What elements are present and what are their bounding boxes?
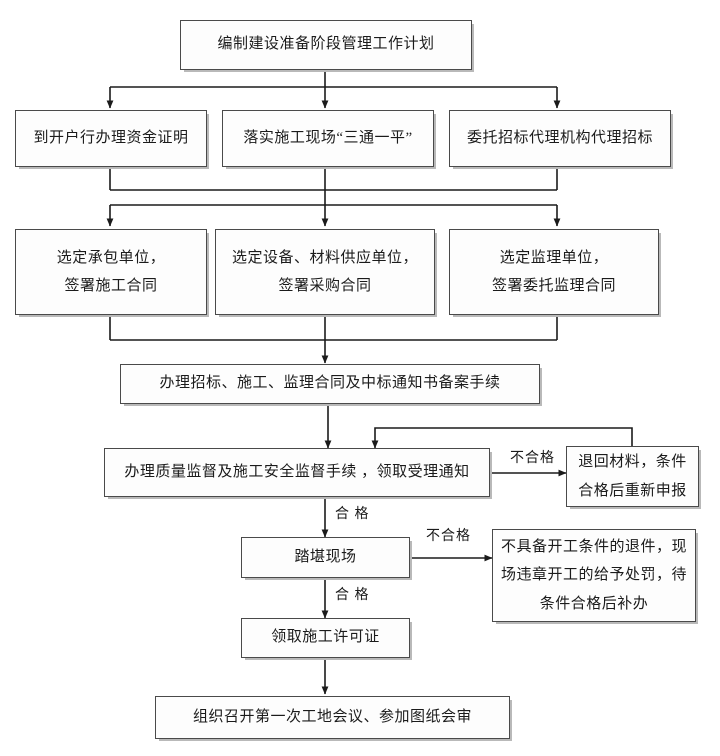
node-line: 场违章开工的给予处罚，待 xyxy=(500,567,687,584)
node-site-three-connections[interactable]: 落实施工现场“三通一平” xyxy=(222,110,434,167)
node-quality-safety-supervision[interactable]: 办理质量监督及施工安全监督手续 ，领取受理通知 xyxy=(104,448,490,497)
node-select-supervisor[interactable]: 选定监理单位， 签署委托监理合同 xyxy=(449,229,659,315)
node-first-site-meeting[interactable]: 组织召开第一次工地会议、参加图纸会审 xyxy=(155,696,510,739)
node-line: 合格后重新申报 xyxy=(578,482,687,499)
node-line: 落实施工现场“三通一平” xyxy=(243,129,413,146)
node-line: 踏堪现场 xyxy=(294,548,357,565)
node-line: 选定监理单位， xyxy=(499,249,609,266)
node-line: 办理招标、施工、监理合同及中标通知书备案手续 xyxy=(159,375,501,392)
node-fund-certificate[interactable]: 到开户行办理资金证明 xyxy=(15,110,207,167)
node-line: 不具备开工条件的退件，现 xyxy=(500,538,687,555)
node-site-survey[interactable]: 踏堪现场 xyxy=(241,537,410,578)
node-return-materials[interactable]: 退回材料，条件 合格后重新申报 xyxy=(566,446,699,507)
edge-label-qualified-1: 合 格 xyxy=(333,503,372,523)
node-contract-filing[interactable]: 办理招标、施工、监理合同及中标通知书备案手续 xyxy=(120,364,540,404)
edge-label-unqualified-2: 不合格 xyxy=(424,525,473,545)
node-line: 条件合格后补办 xyxy=(539,595,649,612)
node-line: 委托招标代理机构代理招标 xyxy=(466,129,653,146)
edge-label-qualified-2: 合 格 xyxy=(333,584,372,604)
node-line: 选定承包单位， xyxy=(56,249,166,266)
node-select-supplier[interactable]: 选定设备、材料供应单位， 签署采购合同 xyxy=(215,229,435,315)
node-line: 退回材料，条件 xyxy=(578,454,687,470)
node-line: 编制建设准备阶段管理工作计划 xyxy=(217,36,435,53)
node-line: 签署施工合同 xyxy=(64,278,158,294)
node-line: 办理质量监督及施工安全监督手续 ，领取受理通知 xyxy=(124,463,470,480)
node-prepare-management-plan[interactable]: 编制建设准备阶段管理工作计划 xyxy=(180,20,472,70)
node-line: 选定设备、材料供应单位， xyxy=(231,249,418,266)
node-line: 签署采购合同 xyxy=(278,278,372,294)
node-line: 领取施工许可证 xyxy=(271,629,380,646)
node-construction-permit[interactable]: 领取施工许可证 xyxy=(241,618,410,658)
edge-label-unqualified-1: 不合格 xyxy=(508,447,557,467)
node-select-contractor[interactable]: 选定承包单位， 签署施工合同 xyxy=(15,229,207,315)
node-line: 组织召开第一次工地会议、参加图纸会审 xyxy=(192,708,472,725)
node-not-qualified-penalty[interactable]: 不具备开工条件的退件，现 场违章开工的给予处罚，待 条件合格后补办 xyxy=(492,529,696,622)
node-entrust-bidding-agency[interactable]: 委托招标代理机构代理招标 xyxy=(449,110,671,167)
node-line: 到开户行办理资金证明 xyxy=(33,129,189,146)
node-line: 签署委托监理合同 xyxy=(491,278,616,294)
